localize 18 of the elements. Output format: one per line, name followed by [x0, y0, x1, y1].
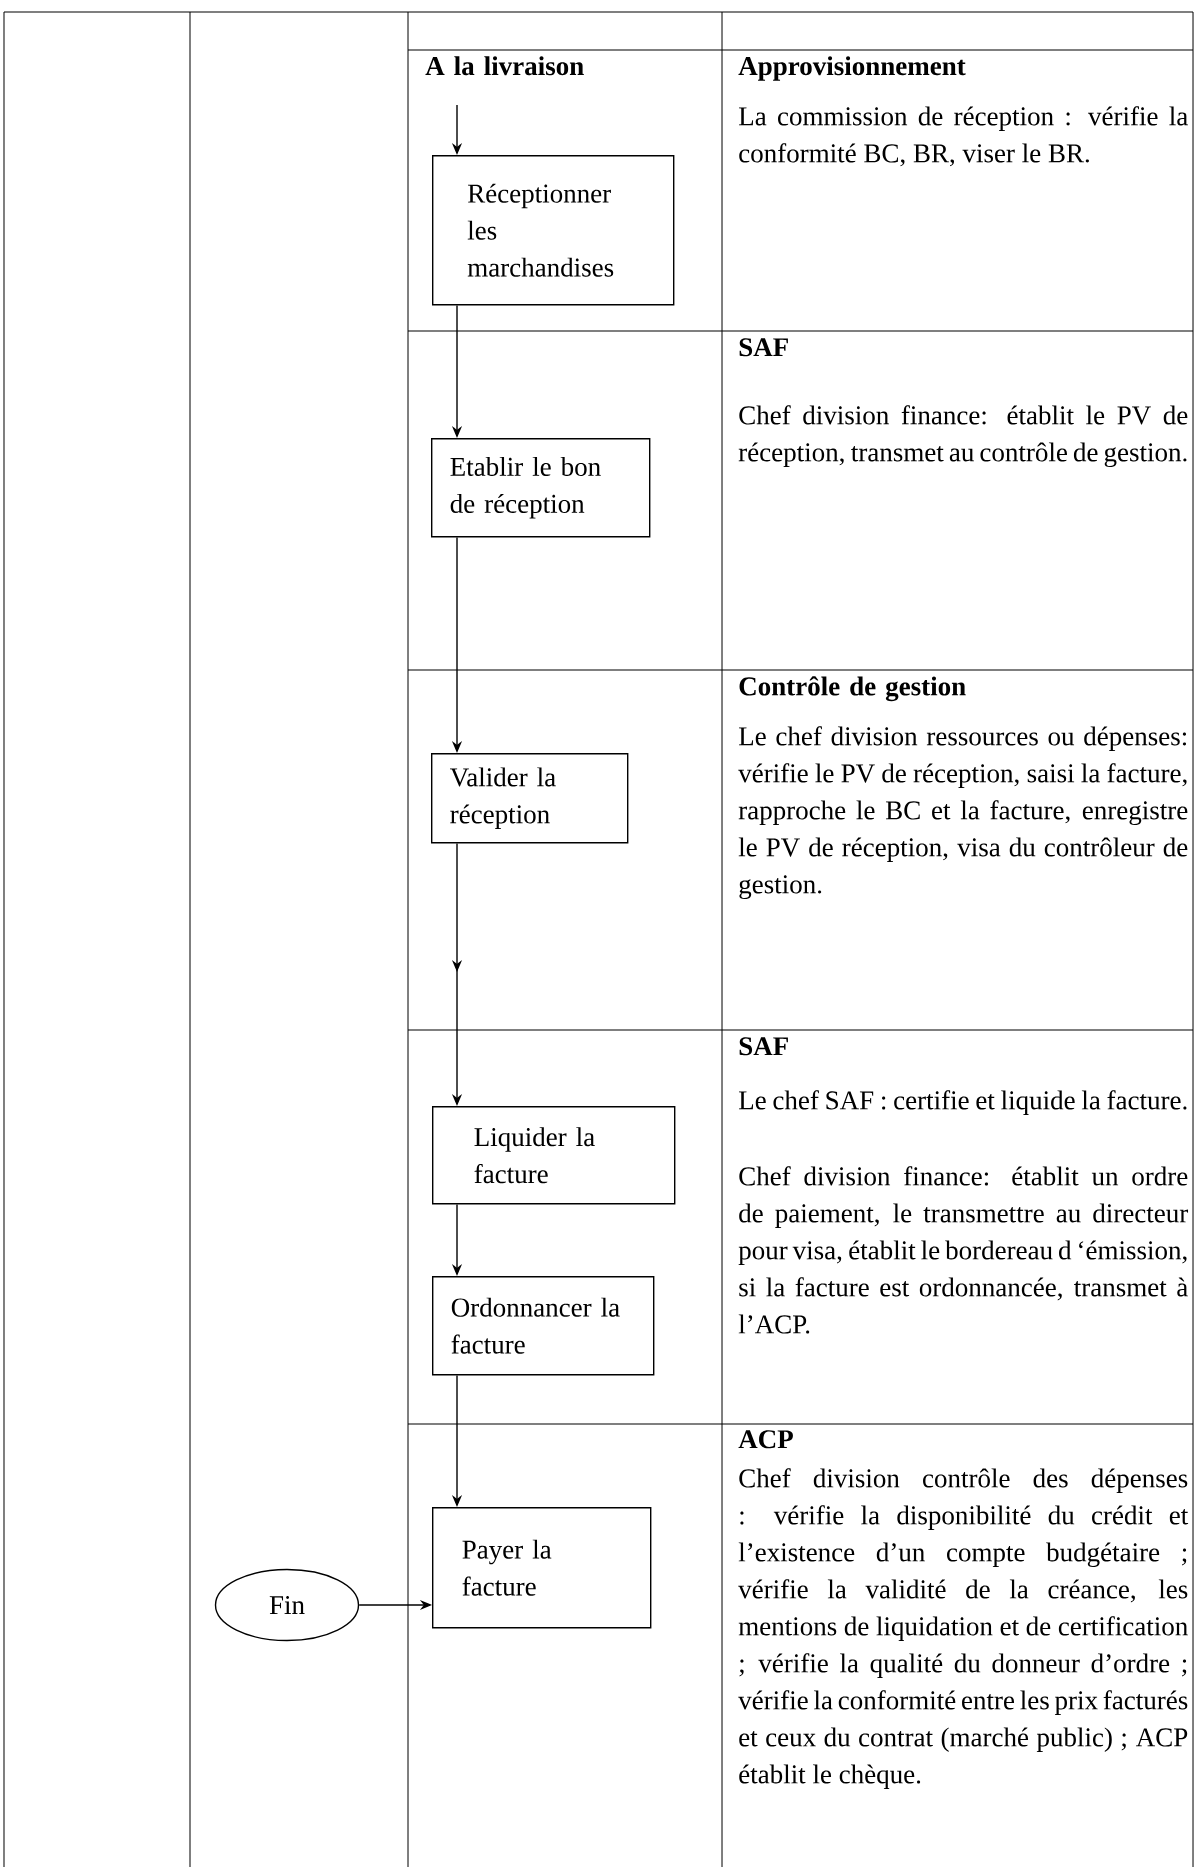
cell-heading: Approvisionnement [738, 56, 966, 81]
cell-heading: Contrôle de gestion [739, 676, 966, 702]
cell-heading: A la livraison [425, 56, 584, 76]
process-box: Réceptionner les marchandises [432, 155, 675, 306]
cell-text: Chef division finance: établit le PV de réception, transmet au contrôle de gestion. [738, 405, 1188, 468]
cell-text: Chef division finance: établit un ordre de paiement, le transmettre au directeur pour visa, établit le bordereau d ‘émission, si la facture est ordonnancée, transmet à l’ACP. [738, 1166, 1189, 1334]
cell-heading: SAF [739, 338, 788, 357]
process-box: Ordonnancer la facture [432, 1276, 655, 1376]
process-box: Liquider la facture [432, 1106, 676, 1205]
process-box: Etablir le bon de réception [431, 438, 651, 538]
process-box: Valider la réception [431, 753, 629, 844]
cell-text: Chef division contrôle des dépenses : vérifie la disponibilité du crédit et l’existence d’un compte budgétaire ; vérifie la validité de la créance, les mentions de liquidation et de certification ; vérifie la qualité du donneur d’ordre ; vérifie la conformité entre les prix facturés et ceux du contrat (marché public) ; ACP établit le chèque. [738, 1468, 1189, 1789]
cell-text: Le chef SAF : certifie et liquide la facture. [739, 1090, 1187, 1115]
cell-heading: ACP [738, 1430, 793, 1449]
cell-heading: SAF [739, 1037, 788, 1056]
cell-text: Le chef division ressources ou dépenses: vérifie le PV de réception, saisi la facture, rapproche le BC et la facture, enregistre le PV de réception, visa du contrôleur de gestion. [738, 726, 1188, 900]
cell-text: La commission de réception : vérifie la conformité BC, BR, viser le BR. [739, 106, 1188, 167]
process-box: Payer la facture [432, 1507, 652, 1629]
